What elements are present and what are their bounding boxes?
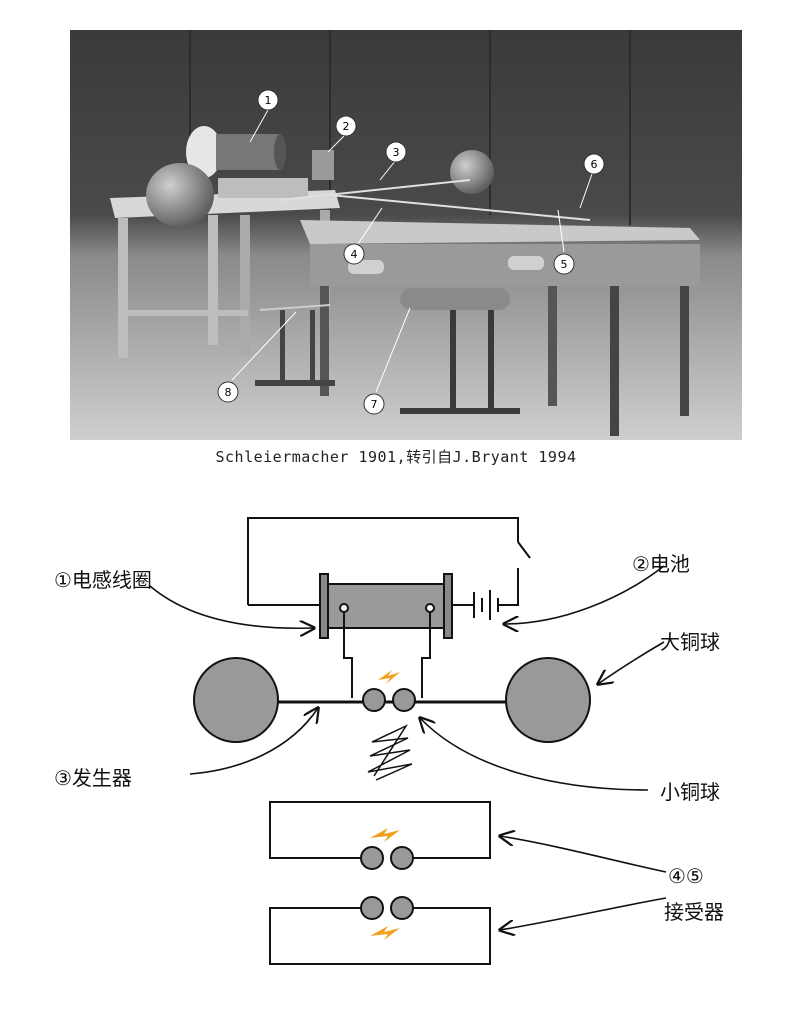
photo-callout-6: 6 bbox=[579, 153, 605, 209]
circuit-wire-right bbox=[500, 568, 519, 606]
svg-text:7: 7 bbox=[371, 398, 378, 411]
circuit-switch bbox=[517, 541, 531, 559]
label-battery: ②电池 bbox=[632, 552, 690, 576]
arrow-receiver-1 bbox=[500, 836, 667, 873]
svg-text:8: 8 bbox=[225, 386, 232, 399]
arrow-receiver-2 bbox=[500, 897, 667, 930]
photo-callout-3: 3 bbox=[379, 141, 407, 181]
arrow-small-ball bbox=[420, 718, 649, 791]
arrow-large-ball bbox=[598, 641, 665, 684]
spark-icon bbox=[370, 828, 400, 842]
arrow-battery bbox=[504, 565, 665, 624]
photo-callout-7: 7 bbox=[363, 307, 411, 415]
photo-callout-8: 8 bbox=[217, 311, 297, 403]
arrow-induction-coil bbox=[149, 585, 314, 628]
large-ball-left bbox=[193, 657, 279, 743]
photo-small-stand bbox=[255, 304, 335, 386]
photo-callout-5: 5 bbox=[553, 209, 575, 275]
photo-right-sphere bbox=[450, 150, 494, 194]
photo-callout-4: 4 bbox=[343, 207, 383, 265]
battery-icon bbox=[452, 590, 502, 620]
arrow-generator bbox=[189, 708, 318, 775]
label-small-copper-ball: 小铜球 bbox=[660, 780, 720, 804]
label-large-copper-ball: 大铜球 bbox=[660, 630, 720, 654]
label-induction-coil: ①电感线圈 bbox=[54, 568, 152, 592]
spark-icon bbox=[378, 670, 400, 684]
small-ball-left bbox=[362, 688, 386, 712]
photo-callouts: 1 2 3 4 5 6 7 bbox=[217, 89, 605, 415]
hertz-apparatus-schematic bbox=[149, 517, 667, 965]
photo-battery bbox=[312, 150, 334, 180]
receiver-1 bbox=[269, 801, 491, 870]
svg-text:1: 1 bbox=[265, 94, 272, 107]
spark-icon bbox=[370, 926, 400, 940]
coil-leads bbox=[343, 612, 431, 698]
receiver-2 bbox=[269, 896, 491, 965]
right-table bbox=[300, 220, 700, 436]
label-generator: ③发生器 bbox=[54, 766, 132, 790]
svg-text:3: 3 bbox=[393, 146, 400, 159]
photo-rods bbox=[279, 179, 591, 221]
label-receiver-numbers: ④⑤ bbox=[668, 864, 704, 888]
photo-callout-2: 2 bbox=[327, 115, 357, 153]
photo-callout-1: 1 bbox=[249, 89, 279, 143]
large-ball-right bbox=[505, 657, 591, 743]
photo-caption: Schleiermacher 1901,转引自J.Bryant 1994 bbox=[215, 448, 577, 466]
induction-coil-icon bbox=[319, 573, 453, 639]
svg-text:2: 2 bbox=[343, 120, 350, 133]
svg-text:5: 5 bbox=[561, 258, 568, 271]
photo-left-sphere bbox=[146, 163, 214, 227]
photo-induction-coil bbox=[186, 126, 308, 198]
historical-photo: 1 2 3 4 5 6 7 bbox=[70, 30, 742, 440]
label-receiver: 接受器 bbox=[664, 900, 724, 924]
small-ball-right bbox=[392, 688, 416, 712]
svg-text:4: 4 bbox=[351, 248, 358, 261]
wave-icon bbox=[367, 724, 413, 781]
photo-cylinder bbox=[400, 288, 520, 414]
circuit-wire-top bbox=[247, 517, 519, 605]
svg-text:6: 6 bbox=[591, 158, 598, 171]
